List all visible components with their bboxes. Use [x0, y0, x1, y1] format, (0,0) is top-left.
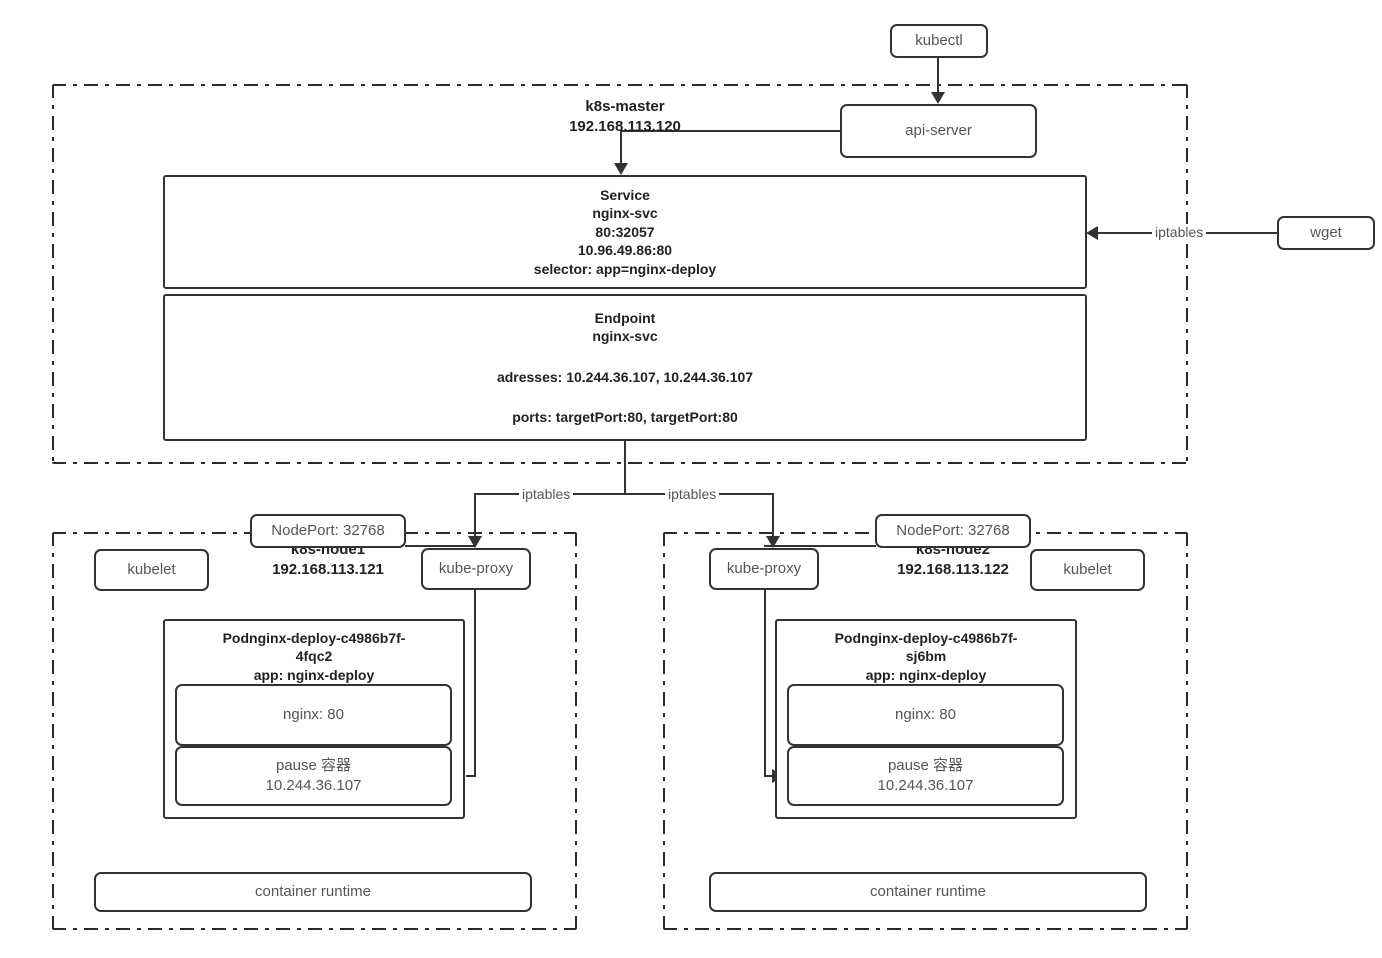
- node1-nodeport-label: NodePort: 32768: [271, 522, 385, 540]
- line-kubectl-to-apiserver: [937, 57, 939, 95]
- line-endpoint-down: [624, 441, 626, 494]
- node2-kubelet-box[interactable]: kubelet: [1030, 549, 1145, 591]
- node2-pod-app: app: nginx-deploy: [865, 666, 987, 683]
- service-ports: 80:32057: [595, 223, 655, 240]
- node1-pause-title: pause 容器: [275, 757, 352, 775]
- endpoint-box[interactable]: Endpoint nginx-svc adresses: 10.244.36.1…: [163, 294, 1087, 441]
- node2-pause-title: pause 容器: [887, 757, 964, 775]
- endpoint-kind: Endpoint: [594, 309, 656, 326]
- endpoint-ports: ports: targetPort:80, targetPort:80: [512, 408, 738, 425]
- wget-label: wget: [1310, 224, 1342, 242]
- node2-nginx-label: nginx: 80: [895, 706, 956, 724]
- node1-kubelet-label: kubelet: [127, 561, 176, 579]
- line-nodeport1-to-kubeproxy: [405, 545, 475, 547]
- arrowhead-node2-kubeproxy: [766, 536, 780, 548]
- node1-pause-container-box[interactable]: pause 容器 10.244.36.107: [175, 746, 452, 806]
- node2-kubelet-label: kubelet: [1063, 561, 1112, 579]
- api-server-label: api-server: [905, 122, 972, 140]
- line-apiserver-to-service-h: [620, 130, 841, 132]
- arrowhead-service: [614, 163, 628, 175]
- node2-container-runtime-label: container runtime: [870, 883, 986, 901]
- node1-kube-proxy-box[interactable]: kube-proxy: [421, 548, 531, 590]
- edge-label-iptables-node1: iptables: [519, 486, 574, 503]
- service-box[interactable]: Service nginx-svc 80:32057 10.96.49.86:8…: [163, 175, 1087, 289]
- arrowhead-service-from-wget: [1086, 226, 1098, 240]
- node1-kube-proxy-label: kube-proxy: [438, 560, 514, 578]
- arrowhead-node1-kubeproxy: [468, 536, 482, 548]
- node1-pod-app: app: nginx-deploy: [253, 666, 375, 683]
- k8s-master-ip: 192.168.113.120: [569, 117, 681, 135]
- line-splitter: [474, 493, 774, 495]
- kubectl-box[interactable]: kubectl: [890, 24, 988, 58]
- line-kubeproxy2-to-pause: [764, 775, 774, 777]
- node2-nodeport-box[interactable]: NodePort: 32768: [875, 514, 1031, 548]
- node2-pause-container-box[interactable]: pause 容器 10.244.36.107: [787, 746, 1064, 806]
- service-selector: selector: app=nginx-deploy: [533, 260, 717, 277]
- wget-box[interactable]: wget: [1277, 216, 1375, 250]
- line-kubeproxy1-to-pause: [466, 775, 476, 777]
- line-branch-node2: [772, 493, 774, 539]
- node1-ip: 192.168.113.121: [272, 560, 384, 578]
- node2-pod-name-line2: sj6bm: [905, 648, 947, 665]
- node2-kube-proxy-label: kube-proxy: [726, 560, 802, 578]
- service-kind: Service: [600, 186, 650, 203]
- line-kubeproxy1-down: [474, 590, 476, 777]
- arrowhead-apiserver: [931, 92, 945, 104]
- line-nodeport2-to-kubeproxy: [764, 545, 876, 547]
- node1-nginx-label: nginx: 80: [283, 706, 344, 724]
- node1-nodeport-box[interactable]: NodePort: 32768: [250, 514, 406, 548]
- line-kubeproxy2-down: [764, 590, 766, 777]
- api-server-box[interactable]: api-server: [840, 104, 1037, 158]
- line-apiserver-to-service-v: [620, 130, 622, 166]
- endpoint-name: nginx-svc: [592, 328, 658, 345]
- node2-pause-ip: 10.244.36.107: [877, 777, 974, 794]
- k8s-master-title: k8s-master 192.168.113.120: [500, 97, 750, 137]
- endpoint-addresses: adresses: 10.244.36.107, 10.244.36.107: [496, 368, 754, 385]
- node1-kubelet-box[interactable]: kubelet: [94, 549, 209, 591]
- node2-container-runtime-box[interactable]: container runtime: [709, 872, 1147, 912]
- node1-container-runtime-label: container runtime: [255, 883, 371, 901]
- line-branch-node1: [474, 493, 476, 539]
- service-name: nginx-svc: [592, 205, 658, 222]
- node1-pod-name-line1: Podnginx-deploy-c4986b7f-: [222, 630, 406, 646]
- service-cluster-ip: 10.96.49.86:80: [577, 242, 673, 259]
- node1-container-runtime-box[interactable]: container runtime: [94, 872, 532, 912]
- node2-ip: 192.168.113.122: [897, 560, 1009, 578]
- node2-nginx-container-box[interactable]: nginx: 80: [787, 684, 1064, 746]
- edge-label-iptables-node2: iptables: [665, 486, 720, 503]
- node2-pod-name-line1: Podnginx-deploy-c4986b7f-: [834, 630, 1018, 646]
- edge-label-iptables-wget: iptables: [1152, 224, 1207, 241]
- node2-kube-proxy-box[interactable]: kube-proxy: [709, 548, 819, 590]
- node1-pause-ip: 10.244.36.107: [265, 777, 362, 794]
- node1-pod-name-line2: 4fqc2: [295, 648, 333, 665]
- kubectl-label: kubectl: [915, 32, 963, 50]
- node2-nodeport-label: NodePort: 32768: [896, 522, 1010, 540]
- k8s-master-name: k8s-master: [585, 98, 665, 115]
- node1-nginx-container-box[interactable]: nginx: 80: [175, 684, 452, 746]
